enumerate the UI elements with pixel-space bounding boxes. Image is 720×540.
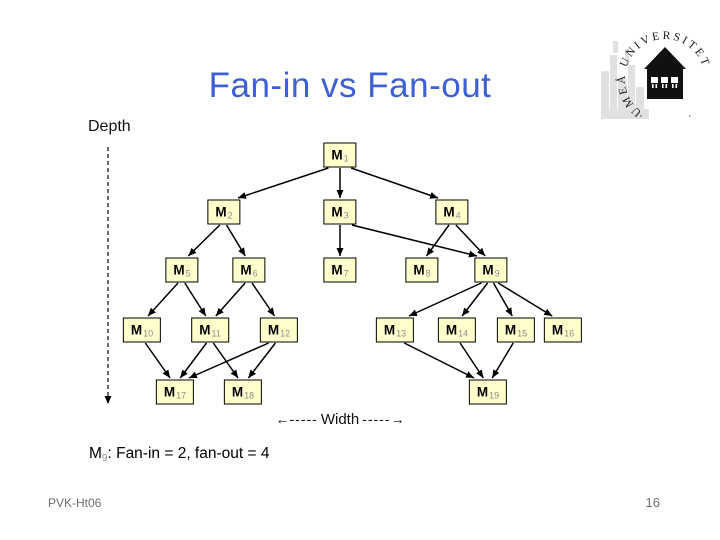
node-subscript: 6: [252, 268, 258, 279]
edge-M13-M19: [403, 342, 475, 379]
node-subscript: 17: [176, 390, 187, 401]
edge-M5-M11: [184, 282, 207, 317]
node-label: M: [231, 384, 244, 400]
node-subscript: 10: [143, 328, 154, 339]
node-label: M: [383, 322, 396, 338]
logo-separator-right: ·: [688, 110, 692, 122]
width-left-arrow-icon: ←: [275, 410, 290, 427]
edge-M12-M18: [247, 342, 276, 379]
edge-M1-M2: [237, 167, 329, 199]
logo-separator-left: ·: [639, 110, 643, 122]
node-label: M: [482, 262, 494, 278]
caption-node-subscript: 9: [101, 453, 108, 464]
depth-axis-label: Depth: [88, 118, 131, 135]
width-right-arrow-icon: →: [390, 410, 405, 427]
edge-M11-M18: [212, 342, 239, 379]
footer-page-number: 16: [645, 495, 660, 510]
node-subscript: 3: [343, 210, 349, 221]
logo-house-icon: [644, 47, 686, 99]
node-label: M: [331, 204, 343, 220]
edge-M2-M6: [225, 224, 246, 257]
node-label: M: [443, 204, 455, 220]
edge-M11-M17: [179, 342, 208, 379]
node-subscript: 13: [396, 328, 407, 339]
width-right-dashes: -----: [362, 410, 391, 427]
caption-text: : Fan-in = 2, fan-out = 4: [107, 445, 270, 462]
node-label: M: [215, 204, 227, 220]
node-subscript: 19: [489, 390, 500, 401]
edge-M4-M9: [455, 224, 486, 257]
node-subscript: 7: [343, 268, 349, 279]
node-label: M: [331, 262, 343, 278]
edge-M5-M10: [147, 282, 179, 317]
node-subscript: 1: [343, 153, 349, 164]
caption: M9: Fan-in = 2, fan-out = 4: [89, 445, 269, 464]
node-label: M: [240, 262, 252, 278]
node-subscript: 15: [517, 328, 528, 339]
node-label: M: [199, 322, 211, 338]
node-label: M: [551, 322, 564, 338]
edge-M4-M8: [425, 224, 450, 257]
node-label: M: [130, 322, 143, 338]
node-label: M: [413, 262, 425, 278]
node-label: M: [445, 322, 458, 338]
edge-M12-M17: [188, 342, 269, 379]
edge-M15-M19: [491, 342, 514, 379]
node-subscript: 4: [455, 210, 461, 221]
node-subscript: 12: [280, 328, 291, 339]
node-label: M: [504, 322, 517, 338]
edge-M9-M15: [492, 282, 513, 317]
edge-M3-M9: [351, 224, 478, 258]
node-subscript: 18: [244, 390, 255, 401]
edge-M14-M19: [459, 342, 484, 379]
node-subscript: 11: [211, 328, 221, 339]
city-skyline-watermark: [601, 41, 649, 119]
node-subscript: 16: [564, 328, 575, 339]
node-subscript: 5: [185, 268, 191, 279]
node-subscript: 2: [227, 210, 233, 221]
university-logo: UMEÅ UNIVERSITET · ·: [601, 30, 710, 122]
width-label: Width: [320, 411, 360, 428]
width-left-dashes: -----: [289, 410, 318, 427]
node-label: M: [173, 262, 185, 278]
footer-course-code: PVK-Ht06: [48, 496, 102, 510]
node-subscript: 8: [425, 268, 431, 279]
width-indicator: ←-----Width-----→: [265, 410, 415, 429]
caption-node-name: M: [89, 445, 102, 462]
node-subscript: 9: [494, 268, 500, 279]
node-label: M: [163, 384, 176, 400]
edge-M9-M16: [497, 282, 553, 317]
node-subscript: 14: [458, 328, 469, 339]
node-label: M: [331, 147, 343, 163]
slide-title: Fan-in vs Fan-out: [208, 66, 492, 105]
edge-M2-M5: [187, 224, 221, 257]
edge-M9-M14: [461, 282, 489, 317]
edge-M9-M13: [408, 282, 482, 317]
edge-M1-M4: [350, 167, 439, 199]
node-label: M: [267, 322, 280, 338]
edge-M10-M17: [144, 342, 171, 379]
node-label: M: [476, 384, 489, 400]
edge-M6-M12: [251, 282, 276, 317]
edge-M6-M11: [215, 282, 246, 317]
